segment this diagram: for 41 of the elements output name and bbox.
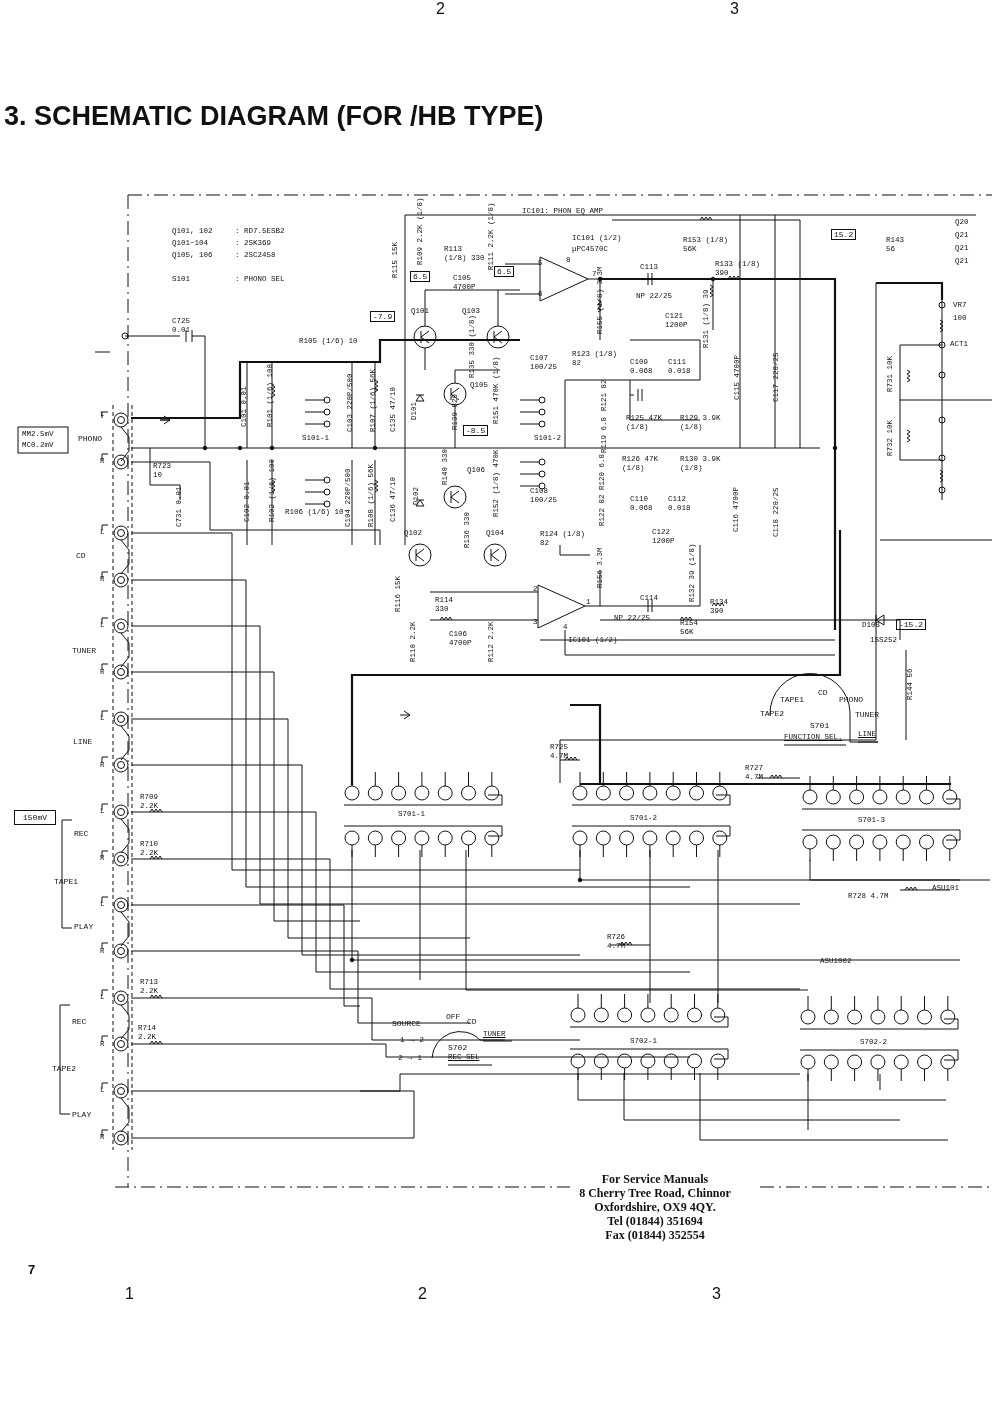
switch-position-label: OFF bbox=[446, 1012, 461, 1021]
input-label: TUNER bbox=[72, 646, 96, 655]
switch-position-label: TUNER bbox=[855, 710, 879, 719]
voltage-box: -15.2 bbox=[896, 619, 926, 630]
signal-level-box: 150mV bbox=[14, 810, 56, 825]
switch-position-label: S702 bbox=[448, 1043, 468, 1052]
voltage-box: -8.5 bbox=[463, 425, 489, 436]
voltage-box: 6.5 bbox=[494, 266, 515, 277]
footer-text: 8 Cherry Tree Road, Chinnor bbox=[579, 1186, 731, 1200]
switch-position-label: TAPE2 bbox=[760, 709, 784, 718]
grid-number: 3 bbox=[730, 0, 739, 18]
input-label: CD bbox=[76, 551, 86, 560]
grid-number: 2 bbox=[436, 0, 445, 18]
grid-number: 1 bbox=[125, 1285, 134, 1303]
input-label: PHONO bbox=[78, 434, 102, 443]
voltage-box: 15.2 bbox=[831, 229, 857, 240]
title: 3. SCHEMATIC DIAGRAM (FOR /HB TYPE) bbox=[4, 100, 544, 132]
input-label: TAPE2 bbox=[52, 1064, 76, 1073]
switch-position-label: TAPE1 bbox=[780, 695, 804, 704]
input-label: LINE bbox=[73, 737, 93, 746]
voltage-box: -7.9 bbox=[370, 311, 396, 322]
switch-position-label: 1 → 2 bbox=[400, 1035, 424, 1044]
page-number: 7 bbox=[28, 1262, 36, 1277]
input-label: REC bbox=[74, 829, 89, 838]
switch-position-label: 2 → 1 bbox=[398, 1053, 422, 1062]
switch-position-label: S701 bbox=[810, 721, 830, 730]
footer-text: Tel (01844) 351694 bbox=[607, 1214, 703, 1228]
footer-text: For Service Manuals bbox=[601, 1172, 709, 1186]
grid-number: 3 bbox=[712, 1285, 721, 1303]
input-label: TAPE1 bbox=[54, 877, 78, 886]
switch-position-label: CD bbox=[818, 688, 828, 697]
input-label: PLAY bbox=[74, 922, 94, 931]
input-label: REC bbox=[72, 1017, 87, 1026]
input-label: PLAY bbox=[72, 1110, 92, 1119]
voltage-box: 6.5 bbox=[410, 271, 431, 282]
switch-position-label: CD bbox=[467, 1017, 477, 1026]
footer-text: Fax (01844) 352554 bbox=[605, 1228, 705, 1242]
switch-position-label: PHONO bbox=[839, 695, 863, 704]
grid-number: 2 bbox=[418, 1285, 427, 1303]
footer-text: Oxfordshire, OX9 4QY. bbox=[594, 1200, 716, 1214]
switch-position-label: SOURCE bbox=[392, 1019, 421, 1028]
